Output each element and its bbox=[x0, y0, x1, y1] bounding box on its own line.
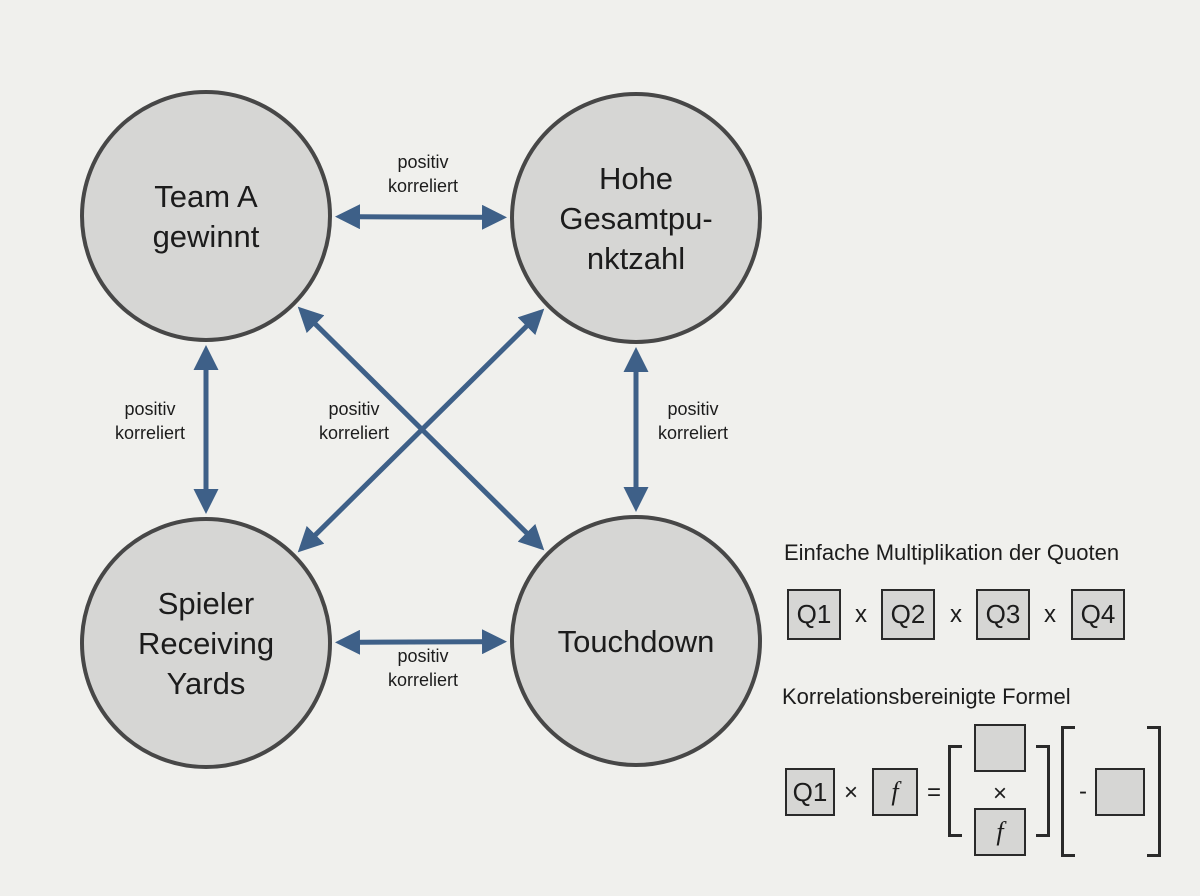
node-touchdown: Touchdown bbox=[510, 515, 762, 767]
edges bbox=[193, 204, 649, 655]
correlation-arrow-receiving-yards-touchdown bbox=[334, 629, 508, 655]
odds-box-q2: Q2 bbox=[881, 589, 935, 640]
subtrahend-box bbox=[1095, 768, 1145, 816]
left-bracket bbox=[1061, 726, 1075, 857]
right-bracket bbox=[1147, 726, 1161, 857]
denominator-box: f bbox=[974, 808, 1026, 856]
node-label: Touchdown bbox=[558, 624, 715, 659]
correlation-factor-box: f bbox=[872, 768, 918, 816]
correlation-arrow-team-a-total-points bbox=[334, 204, 508, 230]
multiply-operator: × bbox=[843, 779, 858, 806]
multiply-operator: x bbox=[1044, 601, 1056, 628]
numerator-box bbox=[974, 724, 1026, 772]
correlation-arrow-team-a-touchdown bbox=[297, 306, 545, 551]
node-circle bbox=[510, 92, 762, 344]
multiply-operator: x bbox=[950, 601, 962, 628]
adjusted-formula-title: Korrelationsbereinigte Formel bbox=[782, 684, 1071, 709]
right-bracket bbox=[1036, 745, 1050, 837]
equals-operator: = bbox=[926, 779, 941, 806]
multiply-operator: x bbox=[855, 601, 867, 628]
odds-box-q4: Q4 bbox=[1071, 589, 1125, 640]
odds-box-q1: Q1 bbox=[785, 768, 835, 816]
minus-operator: - bbox=[1079, 778, 1087, 805]
node-circle bbox=[510, 515, 762, 767]
fraction-multiply-operator: × bbox=[992, 780, 1007, 807]
odds-box-q3: Q3 bbox=[976, 589, 1030, 640]
node-circle bbox=[80, 90, 332, 342]
simple-formula-title: Einfache Multiplikation der Quoten bbox=[784, 540, 1120, 565]
left-bracket bbox=[948, 745, 962, 837]
node-circle bbox=[80, 517, 332, 769]
odds-box-q1: Q1 bbox=[787, 589, 841, 640]
